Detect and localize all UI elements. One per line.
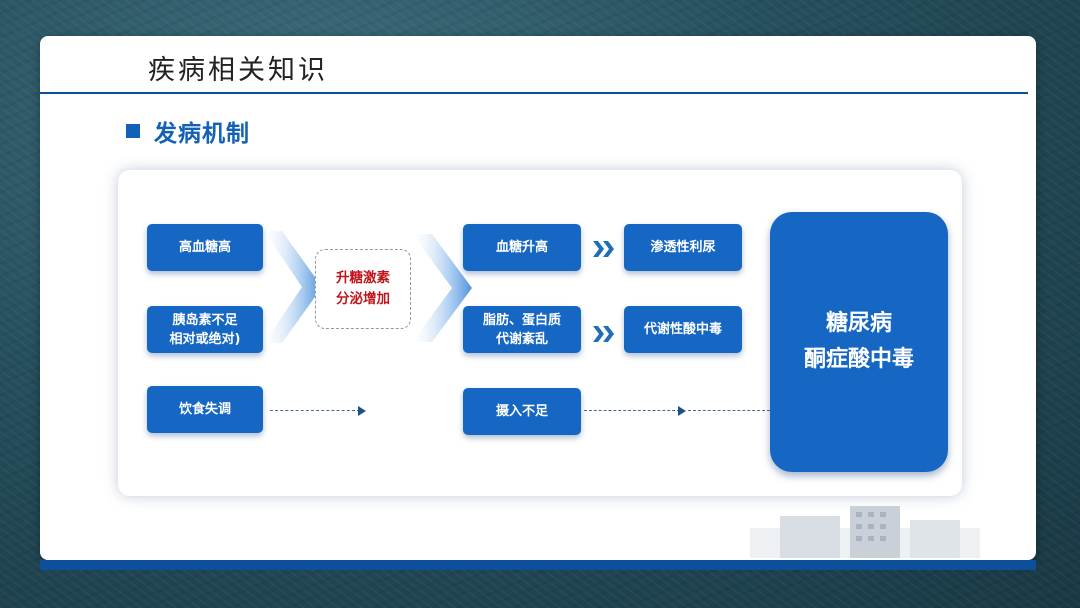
funnel-arrow-icon (412, 234, 472, 342)
dashed-arrow-icon (270, 410, 360, 411)
section-heading: 发病机制 (126, 114, 250, 148)
hormone-box: 升糖激素 分泌增加 (315, 249, 411, 329)
result-label: 糖尿病 酮症酸中毒 (803, 311, 914, 372)
consequence-box: 代谢性酸中毒 (624, 306, 742, 353)
result-box: 糖尿病 酮症酸中毒 (770, 212, 948, 472)
header-divider (40, 92, 1028, 94)
effect-label: 血糖升高 (495, 240, 548, 255)
hormone-label: 升糖激素 分泌增加 (336, 270, 390, 307)
building-illustration-icon (750, 506, 980, 558)
funnel-arrow-icon (264, 231, 322, 343)
effect-box: 摄入不足 (463, 388, 581, 435)
double-chevron-icon (593, 241, 614, 257)
slide-footer-bar (40, 560, 1036, 570)
cause-box: 胰岛素不足 相对或绝对) (147, 306, 263, 353)
page-title: 疾病相关知识 (148, 55, 328, 86)
effect-label: 脂肪、蛋白质 代谢紊乱 (482, 312, 561, 347)
effect-box: 脂肪、蛋白质 代谢紊乱 (463, 306, 581, 353)
dashed-arrow-icon (584, 410, 680, 411)
section-title: 发病机制 (154, 121, 250, 147)
effect-box: 血糖升高 (463, 224, 581, 271)
slide: 疾病相关知识 发病机制 高血糖高 胰岛素不足 相对或绝对) 饮食失调 (40, 36, 1036, 560)
cause-label: 饮食失调 (178, 402, 231, 417)
arrowhead-icon (358, 406, 366, 416)
cause-box: 饮食失调 (147, 386, 263, 433)
consequence-box: 渗透性利尿 (624, 224, 742, 271)
cause-box: 高血糖高 (147, 224, 263, 271)
consequence-label: 代谢性酸中毒 (643, 322, 722, 337)
double-chevron-icon (593, 326, 614, 342)
dashed-arrow-icon (688, 410, 770, 411)
cause-label: 高血糖高 (178, 240, 231, 255)
effect-label: 摄入不足 (495, 404, 548, 419)
cause-label: 胰岛素不足 相对或绝对) (169, 312, 241, 347)
square-bullet-icon (126, 124, 140, 138)
consequence-label: 渗透性利尿 (650, 240, 716, 255)
arrowhead-icon (678, 406, 686, 416)
